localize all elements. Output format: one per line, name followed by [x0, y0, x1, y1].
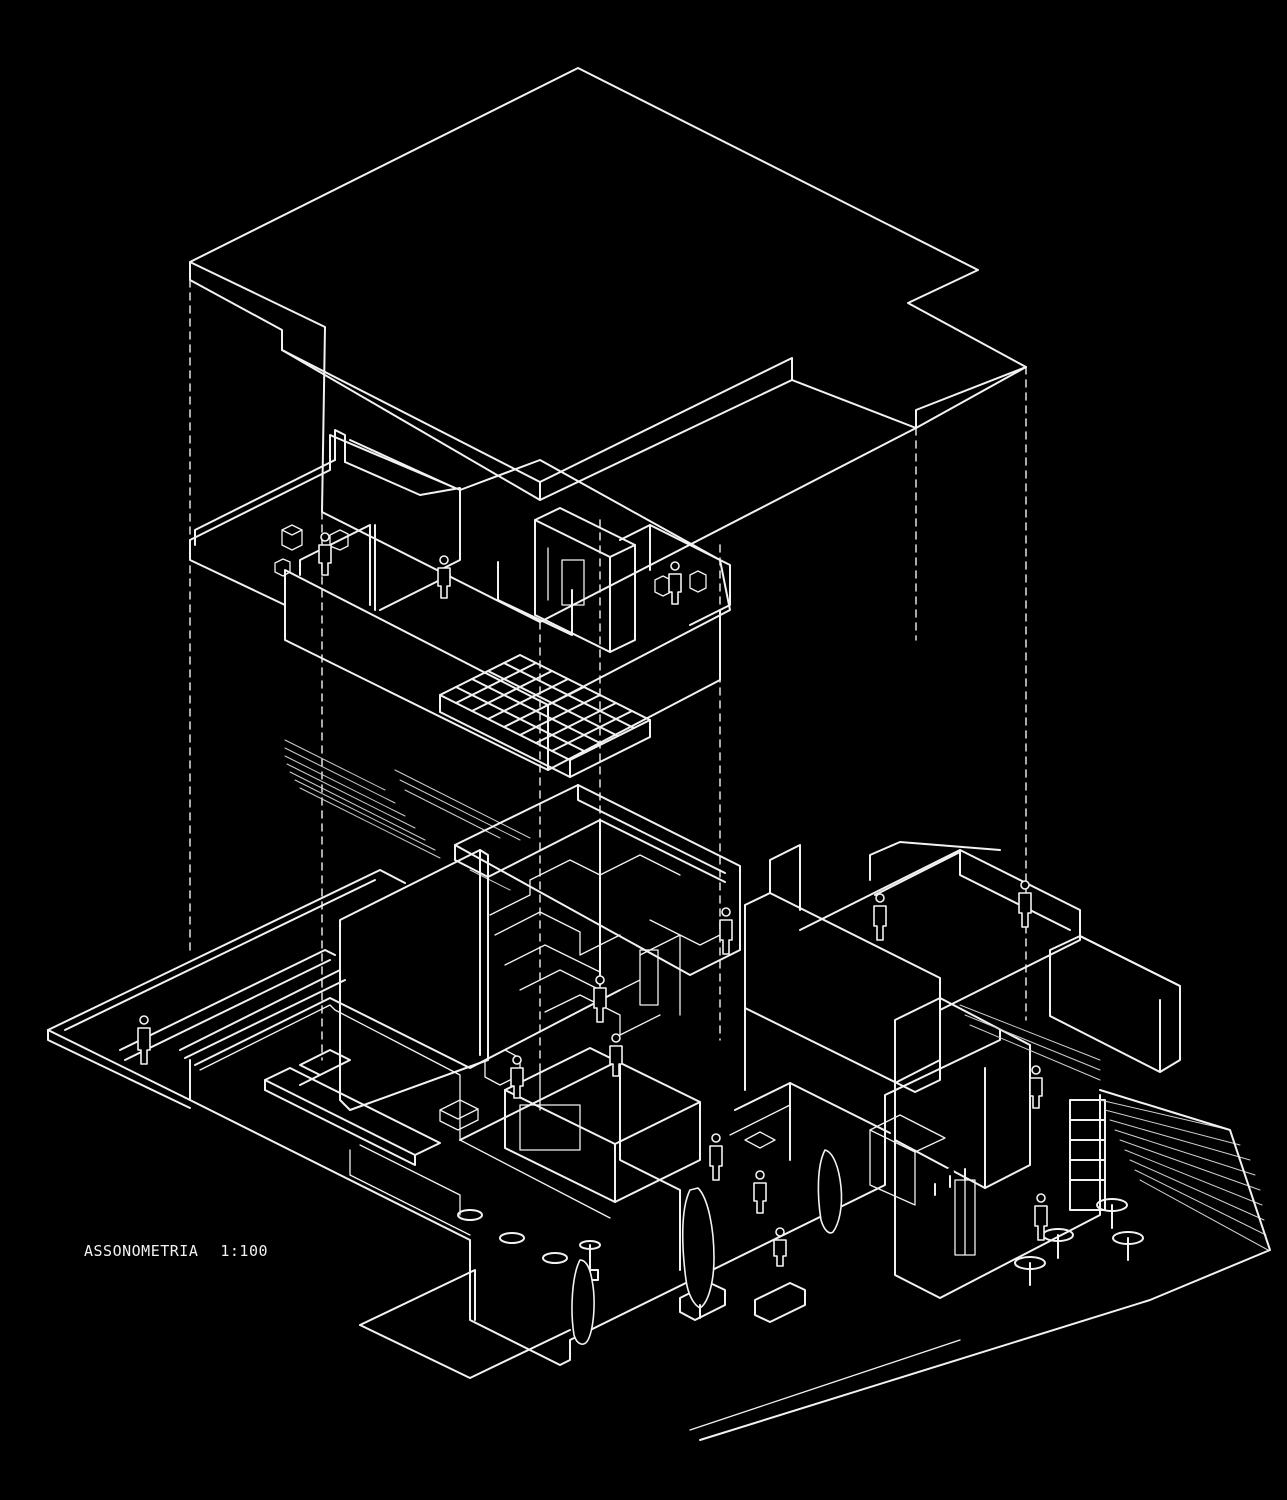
trees	[571, 1149, 843, 1345]
ground-floor	[47, 784, 1271, 1441]
caption-title: ASSONOMETRIA	[84, 1242, 199, 1260]
projection-lines	[189, 279, 1027, 1071]
caption-scale: 1:100	[220, 1242, 269, 1260]
human-figures	[137, 532, 1048, 1267]
roof-slab	[189, 67, 1027, 623]
hatched-stair	[284, 739, 531, 891]
upper-floor	[189, 429, 731, 778]
drawing-caption: ASSONOMETRIA 1:100	[84, 1242, 268, 1260]
